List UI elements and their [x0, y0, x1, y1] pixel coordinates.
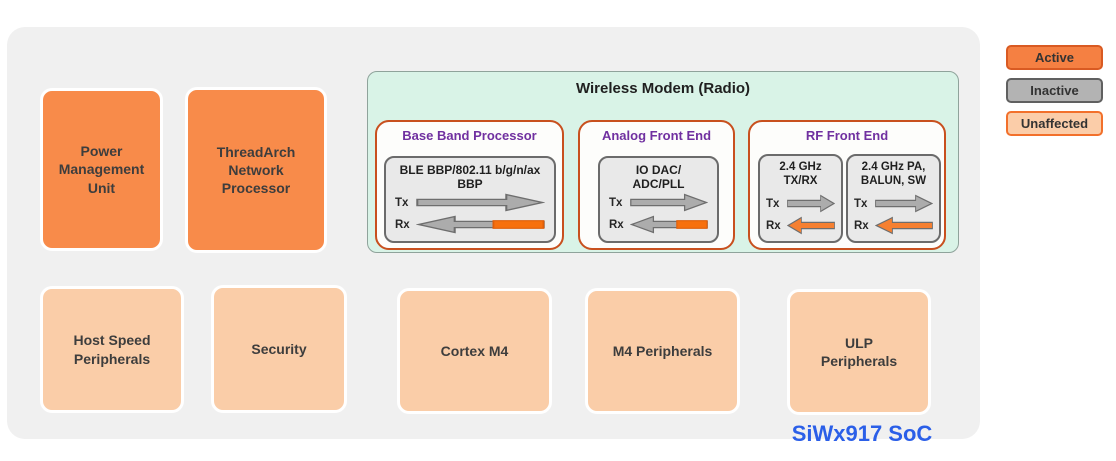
tx-row: Tx [395, 193, 545, 212]
rx-row: Rx [395, 215, 545, 234]
rx-row: Rx [854, 216, 933, 235]
cortex-m4-block: Cortex M4 [397, 288, 552, 414]
block-label: Host Speed Peripherals [73, 332, 151, 367]
security-block: Security [211, 285, 347, 413]
tx-label: Tx [609, 196, 623, 209]
host-speed-peripherals-block: Host Speed Peripherals [40, 286, 184, 413]
section-title: Base Band Processor [402, 128, 537, 143]
block-label: ThreadArch Network Processor [216, 143, 296, 197]
tx-label: Tx [766, 197, 780, 210]
block-label: Security [251, 340, 307, 357]
legend-active-label: Active [1034, 50, 1075, 65]
tx-rx-arrows: Tx Rx [848, 194, 939, 241]
tx-arrow-icon [875, 194, 933, 213]
legend-inactive-label: Inactive [1030, 83, 1079, 98]
rx-label: Rx [854, 219, 869, 232]
rx-arrow-active-icon [875, 216, 933, 235]
legend-unaffected-label: Unaffected [1020, 116, 1089, 131]
section-title: RF Front End [805, 128, 889, 143]
tx-arrow-icon [630, 193, 708, 212]
legend-unaffected-chip: Unaffected [1006, 111, 1103, 136]
tx-rx-arrows: Tx Rx [760, 194, 841, 241]
wireless-modem-title: Wireless Modem (Radio) [575, 80, 751, 97]
unit-name: 2.4 GHz PA, BALUN, SW [860, 161, 927, 187]
baseband-processor-section: Base Band Processor BLE BBP/802.11 b/g/n… [375, 120, 564, 250]
legend-inactive-chip: Inactive [1006, 78, 1103, 103]
unit-name: BLE BBP/802.11 b/g/n/ax BBP [399, 163, 541, 192]
analog-front-end-section: Analog Front End IO DAC/ ADC/PLL Tx Rx [578, 120, 735, 250]
unit-name: 2.4 GHz TX/RX [779, 161, 822, 187]
power-management-unit-block: Power Management Unit [40, 88, 163, 251]
rx-label: Rx [609, 218, 624, 231]
rx-arrow-active-icon [787, 216, 835, 235]
rx-arrow-partial-active-icon [416, 215, 545, 234]
rx-arrow-partial-active-icon [630, 215, 708, 234]
ulp-peripherals-block: ULP Peripherals [787, 289, 931, 415]
block-label: M4 Peripherals [612, 342, 713, 359]
rx-row: Rx [609, 215, 708, 234]
tx-row: Tx [854, 194, 933, 213]
rf-front-end-section: RF Front End 2.4 GHz TX/RX Tx Rx [748, 120, 946, 250]
m4-peripherals-block: M4 Peripherals [585, 288, 740, 414]
soc-name-label: SiWx917 SoC [791, 421, 933, 446]
rx-label: Rx [395, 218, 410, 231]
legend: Active Inactive Unaffected [1006, 45, 1103, 144]
afe-unit-box: IO DAC/ ADC/PLL Tx Rx [598, 156, 719, 243]
tx-arrow-icon [416, 193, 545, 212]
block-label: Cortex M4 [440, 342, 509, 359]
tx-label: Tx [854, 197, 868, 210]
tx-rx-arrows: Tx Rx [600, 193, 717, 241]
tx-row: Tx [609, 193, 708, 212]
tx-row: Tx [766, 194, 835, 213]
rf-pa-balun-sw-unit-box: 2.4 GHz PA, BALUN, SW Tx Rx [846, 154, 941, 243]
legend-active-chip: Active [1006, 45, 1103, 70]
threadarch-network-processor-block: ThreadArch Network Processor [185, 87, 327, 253]
soc-outline: Power Management Unit ThreadArch Network… [7, 27, 980, 446]
rx-label: Rx [766, 219, 781, 232]
section-title: Analog Front End [601, 128, 712, 143]
rx-row: Rx [766, 216, 835, 235]
tx-arrow-icon [787, 194, 835, 213]
wireless-modem-panel: Wireless Modem (Radio) Base Band Process… [367, 71, 959, 253]
bbp-unit-box: BLE BBP/802.11 b/g/n/ax BBP Tx Rx [384, 156, 556, 243]
tx-label: Tx [395, 196, 409, 209]
block-label: Power Management Unit [58, 143, 145, 196]
rf-txrx-unit-box: 2.4 GHz TX/RX Tx Rx [758, 154, 843, 243]
unit-name: IO DAC/ ADC/PLL [632, 163, 685, 192]
block-label: ULP Peripherals [820, 334, 898, 369]
tx-rx-arrows: Tx Rx [386, 193, 554, 241]
